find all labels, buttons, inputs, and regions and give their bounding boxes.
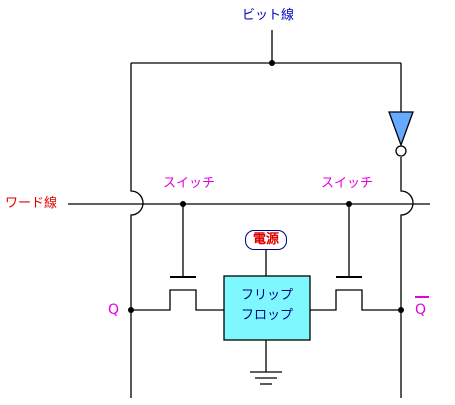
inverter-triangle [388, 111, 414, 147]
power-label-box: 電源 [245, 230, 287, 250]
junction-dot-q [128, 307, 134, 313]
switch-right-label: スイッチ [321, 176, 374, 191]
word-line-label: ワード線 [5, 196, 58, 211]
switch-left-label: スイッチ [163, 176, 216, 191]
flipflop-box [223, 275, 311, 341]
flipflop-label: フリップ フロップ [224, 276, 310, 340]
q-bar-overline [415, 296, 429, 298]
power-label: 電源 [252, 232, 279, 247]
right-switch-channel [310, 289, 401, 311]
left-switch-channel [131, 289, 224, 311]
q-label: Q [108, 302, 120, 318]
inverter-bubble [395, 145, 407, 157]
left-vertical-line [130, 63, 144, 398]
junction-dot-qbar [398, 307, 404, 313]
flipflop-label-line2: フロップ [240, 308, 293, 323]
flipflop-label-line1: フリップ [240, 288, 293, 303]
junction-dot-bit [269, 60, 275, 66]
right-vertical-line-bottom [400, 157, 414, 398]
junction-dot-right-switch [346, 201, 352, 207]
junction-dot-left-switch [180, 201, 186, 207]
q-bar-label: Q [415, 302, 427, 318]
bit-line-label: ビット線 [242, 8, 295, 23]
